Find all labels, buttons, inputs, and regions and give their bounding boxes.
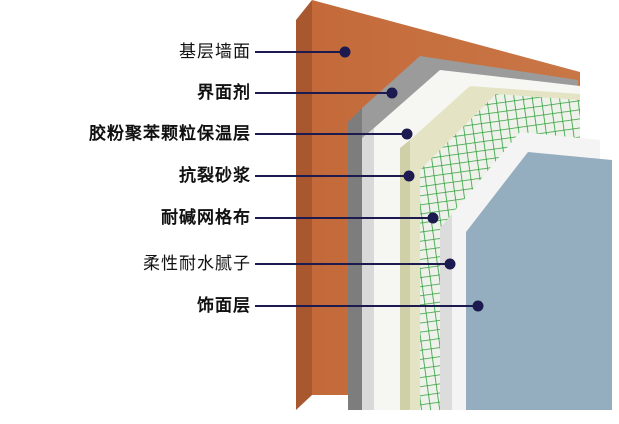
leader-dot-4 (403, 170, 415, 182)
label-finish-layer: 饰面层 (197, 296, 251, 316)
leader-dot-6 (444, 258, 456, 270)
label-mesh-cloth: 耐碱网格布 (161, 208, 251, 228)
leader-dot-1 (339, 46, 351, 58)
finish-layer (466, 152, 612, 410)
label-flexible-putty: 柔性耐水腻子 (143, 254, 251, 274)
label-anti-crack-mortar: 抗裂砂浆 (179, 166, 251, 186)
label-base-wall: 基层墙面 (179, 42, 251, 62)
leader-dot-2 (386, 87, 398, 99)
base-wall-side (296, 0, 312, 410)
leader-dot-7 (472, 300, 484, 312)
anti-crack-mortar-side (400, 140, 410, 410)
label-interface-agent: 界面剂 (197, 83, 251, 103)
putty-layer-side (440, 214, 452, 410)
leader-dot-3 (401, 128, 413, 140)
interface-layer-side (348, 108, 362, 410)
leader-dot-5 (427, 212, 439, 224)
label-insulation-layer: 胶粉聚苯颗粒保温层 (89, 124, 251, 144)
insulation-layer-side (362, 128, 374, 410)
